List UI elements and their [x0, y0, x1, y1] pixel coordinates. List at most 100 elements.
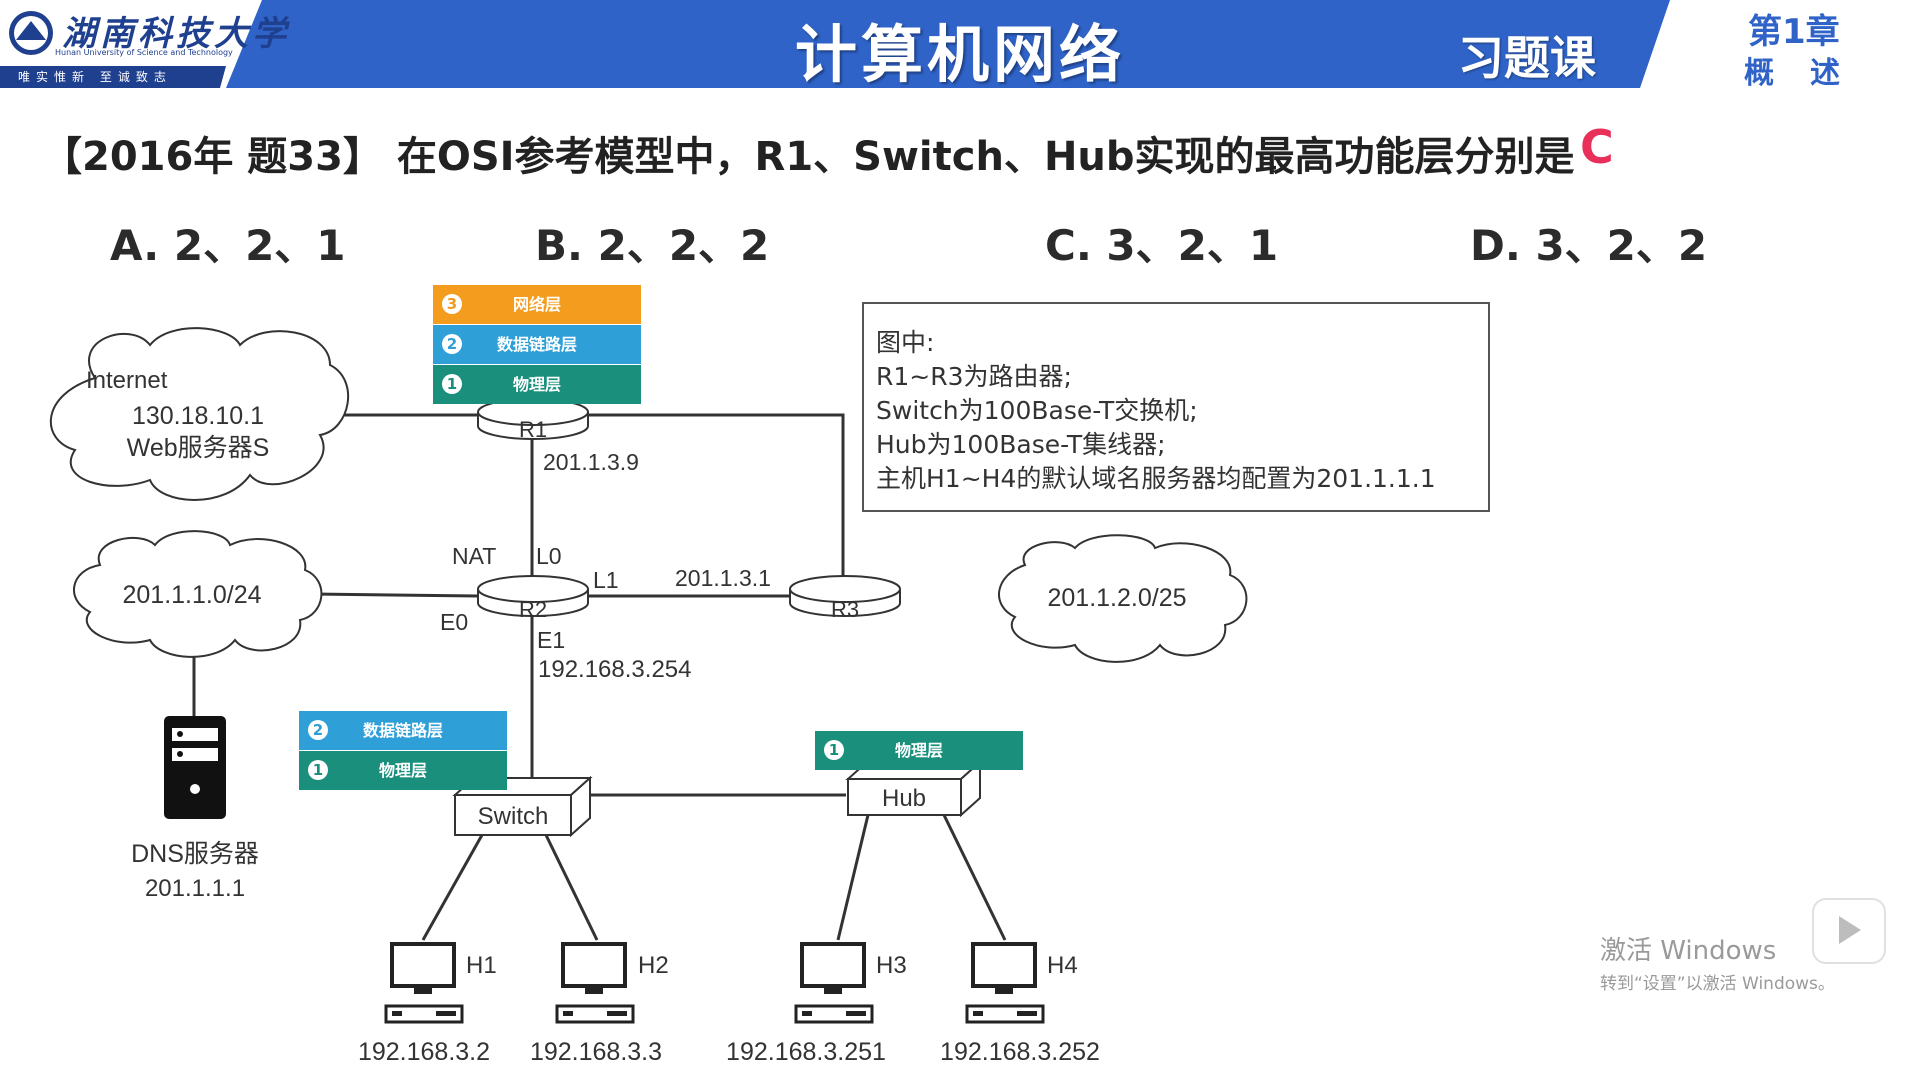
- host-h2: H2 192.168.3.3: [530, 942, 669, 1066]
- chapter-subtitle: 概述: [1744, 56, 1876, 91]
- router-r1: R1: [477, 398, 589, 442]
- host-h2-ip: 192.168.3.3: [530, 1038, 662, 1066]
- r1-ip-label: 201.1.3.9: [543, 449, 639, 475]
- hub-layer-1-name: 物理层: [895, 741, 943, 760]
- option-a: A. 2、2、1: [110, 221, 346, 270]
- router-layer-3-bar: [433, 285, 641, 324]
- play-icon: [1839, 916, 1861, 944]
- e1-ip-label: 192.168.3.254: [538, 656, 691, 683]
- r3-ip-label: 201.1.3.1: [675, 565, 771, 591]
- note-line: R1~R3为路由器;: [876, 362, 1072, 391]
- header-banner: 湖南科技大学 Hunan University of Science and T…: [0, 0, 1920, 91]
- watermark-title: 激活 Windows: [1600, 936, 1777, 966]
- router-layer-2-num: 2: [447, 335, 457, 353]
- router-layer-3-num: 3: [447, 295, 457, 313]
- link-switch-h2: [544, 834, 599, 941]
- university-motto: 唯实惟新 至诚致志: [18, 70, 172, 84]
- router-layer-3-badge: [442, 294, 462, 314]
- cloud-internet: Internet 130.18.10.1 Web服务器S: [49, 327, 349, 501]
- switch-layer-2-name: 数据链路层: [363, 721, 443, 740]
- router-r2: R2: [477, 575, 589, 622]
- link-net1-r2: [311, 592, 479, 598]
- hub-layer-1-badge: [824, 740, 844, 760]
- network-links: [192, 413, 1007, 941]
- page-title: 计算机网络: [794, 18, 1125, 91]
- host-h2-computer-icon: [555, 942, 635, 1024]
- chapter-label: 第1章: [1748, 12, 1840, 52]
- note-line: 图中:: [876, 328, 935, 357]
- net1-label: 201.1.1.0/24: [122, 581, 261, 609]
- router-layer-stack: 3 网络层 2 数据链路层 1 物理层: [433, 285, 641, 404]
- host-h4-computer-icon: [965, 942, 1045, 1024]
- switch-layer-stack: 2 数据链路层 1 物理层: [299, 711, 507, 790]
- hub-layer-1-bar: [815, 731, 1023, 770]
- host-h4-name: H4: [1047, 952, 1078, 979]
- answer-mark: C: [1580, 120, 1614, 174]
- router-r1-label: R1: [519, 417, 547, 442]
- l0-label: L0: [536, 543, 562, 569]
- host-h4: H4 192.168.3.252: [940, 942, 1100, 1066]
- hub-layer-stack: 1 物理层: [815, 731, 1023, 770]
- e0-label: E0: [440, 609, 468, 635]
- option-b: B. 2、2、2: [535, 221, 770, 270]
- dns-server-icon: [164, 716, 226, 819]
- router-r3-label: R3: [831, 597, 859, 622]
- university-english-name: Hunan University of Science and Technolo…: [55, 48, 233, 57]
- note-box: 图中: R1~R3为路由器; Switch为100Base-T交换机; Hub为…: [862, 302, 1490, 512]
- nat-label: NAT: [452, 543, 496, 569]
- router-layer-3-name: 网络层: [513, 295, 561, 314]
- switch-label: Switch: [478, 803, 549, 830]
- question-text: 【2016年 题33】 在OSI参考模型中，R1、Switch、Hub实现的最高…: [42, 134, 1575, 180]
- switch-layer-2-badge: [308, 720, 328, 740]
- host-h3-ip: 192.168.3.251: [726, 1038, 886, 1066]
- router-layer-2-bar: [433, 325, 641, 364]
- note-line: 主机H1~H4的默认域名服务器均配置为201.1.1.1: [876, 464, 1436, 493]
- link-switch-h1: [421, 834, 484, 941]
- host-h3: H3 192.168.3.251: [726, 942, 907, 1066]
- host-h1-ip: 192.168.3.2: [358, 1038, 490, 1066]
- switch-layer-1-bar: [299, 751, 507, 790]
- play-button[interactable]: [1812, 898, 1886, 964]
- cloud-net1: 201.1.1.0/24: [73, 530, 323, 658]
- dns-server-ip: 201.1.1.1: [145, 875, 245, 902]
- router-r3: R3: [789, 575, 901, 622]
- lesson-label: 习题课: [1458, 31, 1596, 85]
- host-h4-ip: 192.168.3.252: [940, 1038, 1100, 1066]
- router-r2-label: R2: [519, 597, 547, 622]
- watermark-subtitle: 转到“设置”以激活 Windows。: [1600, 974, 1835, 994]
- host-h2-name: H2: [638, 952, 669, 979]
- switch-layer-1-badge: [308, 760, 328, 780]
- router-layer-1-num: 1: [447, 375, 457, 393]
- host-h1-computer-icon: [384, 942, 464, 1024]
- web-server-ip: 130.18.10.1: [132, 402, 264, 430]
- switch-layer-2-num: 2: [313, 721, 323, 739]
- note-line: Hub为100Base-T集线器;: [876, 430, 1166, 459]
- router-layer-2-name: 数据链路层: [497, 335, 577, 354]
- note-line: Switch为100Base-T交换机;: [876, 396, 1198, 425]
- router-layer-1-badge: [442, 374, 462, 394]
- banner-shape: [0, 0, 1670, 88]
- web-server-name: Web服务器S: [127, 434, 270, 462]
- switch-layer-1-name: 物理层: [379, 761, 427, 780]
- net2-label: 201.1.2.0/25: [1047, 584, 1186, 612]
- host-h3-name: H3: [876, 952, 907, 979]
- l1-label: L1: [593, 567, 619, 593]
- option-d: D. 3、2、2: [1470, 221, 1708, 270]
- hub-label: Hub: [882, 785, 926, 812]
- switch-device: Switch: [452, 775, 593, 838]
- router-layer-1-bar: [433, 365, 641, 404]
- university-name: 湖南科技大学: [62, 14, 290, 54]
- windows-activation-watermark: 激活 Windows 转到“设置”以激活 Windows。: [1600, 930, 1835, 994]
- host-h1-name: H1: [466, 952, 497, 979]
- option-c: C. 3、2、1: [1045, 221, 1279, 270]
- link-r1-r3: [588, 413, 845, 578]
- host-h1: H1 192.168.3.2: [358, 942, 497, 1066]
- e1-label: E1: [537, 627, 565, 653]
- university-logo-icon: [9, 11, 53, 55]
- dns-server-name: DNS服务器: [131, 840, 259, 868]
- switch-layer-1-num: 1: [313, 761, 323, 779]
- router-layer-2-badge: [442, 334, 462, 354]
- link-hub-h3: [836, 814, 870, 941]
- cloud-net2: 201.1.2.0/25: [998, 534, 1248, 663]
